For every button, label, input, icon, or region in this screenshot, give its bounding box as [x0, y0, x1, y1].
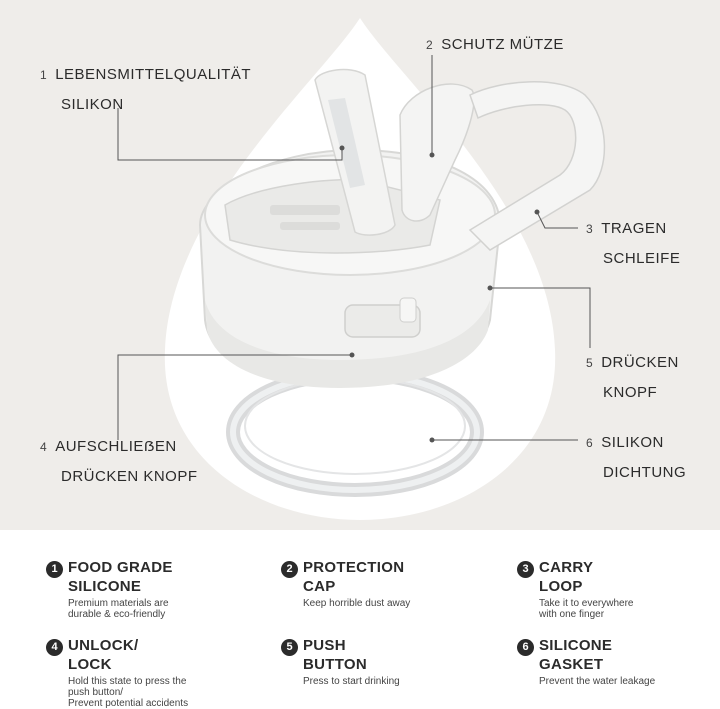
feature-item-2: 2 PROTECTION CAP Keep horrible dust away — [281, 558, 481, 609]
feature-item-4: 4 UNLOCK/LOCK Hold this state to press t… — [46, 636, 246, 709]
feature-title-line2: LOOP — [539, 578, 583, 595]
callout-label-line2: DRÜCKEN KNOPF — [61, 468, 198, 485]
feature-title-line2: SILICONE — [68, 578, 142, 595]
feature-title-line1: PROTECTION — [303, 559, 405, 576]
feature-number-badge: 6 — [517, 639, 534, 656]
feature-title-line2: BUTTON — [303, 656, 368, 673]
callout-label-line2: KNOPF — [603, 384, 658, 401]
feature-item-1: 1 FOOD GRADE SILICONE Premium materials a… — [46, 558, 246, 620]
feature-number-badge: 3 — [517, 561, 534, 578]
feature-desc-line1: Keep horrible dust away — [303, 598, 411, 609]
feature-description: Press to start drinking — [303, 676, 481, 687]
feature-title: UNLOCK/LOCK — [68, 636, 246, 674]
feature-number-badge: 2 — [281, 561, 298, 578]
callout-number: 2 — [426, 38, 434, 52]
feature-title-line1: FOOD GRADE — [68, 559, 173, 576]
protection-cap-drawing — [399, 83, 475, 222]
feature-title-line1: CARRY — [539, 559, 594, 576]
callout-label: SCHUTZ MÜTZE — [441, 36, 564, 53]
leader-lines — [117, 55, 591, 441]
leader-dots — [339, 145, 540, 443]
callout-label-line2: DICHTUNG — [603, 464, 687, 481]
carry-loop-drawing — [468, 81, 606, 251]
feature-item-6: 6 SILICONE GASKET Prevent the water leaka… — [517, 636, 717, 687]
callout-number: 5 — [586, 356, 594, 370]
feature-title-line1: PUSH — [303, 637, 346, 654]
feature-title-line2: GASKET — [539, 656, 604, 673]
callout-1: 1 LEBENSMITTELQUALITÄT SILIKON — [40, 60, 251, 120]
feature-desc-line2: push button/ — [68, 687, 124, 698]
feature-description: Keep horrible dust away — [303, 598, 481, 609]
feature-desc-line2: durable & eco-friendly — [68, 609, 166, 620]
product-diagram-panel: 1 LEBENSMITTELQUALITÄT SILIKON 2 SCHUTZ MÜ… — [0, 0, 720, 530]
feature-desc-line2: with one finger — [539, 609, 605, 620]
feature-title: PUSH BUTTON — [303, 636, 481, 674]
feature-number-badge: 4 — [46, 639, 63, 656]
feature-title-line2: LOCK — [68, 656, 112, 673]
feature-title-line1: UNLOCK/ — [68, 637, 139, 654]
callout-label: TRAGEN — [601, 220, 667, 237]
feature-title-line1: SILICONE — [539, 637, 613, 654]
callout-number: 4 — [40, 440, 48, 454]
feature-desc-line1: Prevent the water leakage — [539, 676, 656, 687]
callout-label-line2: SCHLEIFE — [603, 250, 681, 267]
feature-desc-line1: Take it to everywhere — [539, 598, 634, 609]
callout-3: 3 TRAGEN SCHLEIFE — [586, 214, 680, 274]
callout-label: SILIKON — [601, 434, 664, 451]
callout-number: 3 — [586, 222, 594, 236]
callout-number: 1 — [40, 68, 48, 82]
callout-label: LEBENSMITTELQUALITÄT — [55, 66, 252, 83]
feature-item-5: 5 PUSH BUTTON Press to start drinking — [281, 636, 481, 687]
feature-title: PROTECTION CAP — [303, 558, 481, 596]
feature-list: 1 FOOD GRADE SILICONE Premium materials a… — [0, 530, 720, 709]
product-illustration — [117, 18, 606, 520]
callout-2: 2 SCHUTZ MÜTZE — [426, 30, 564, 60]
feature-desc-line1: Hold this state to press the — [68, 676, 187, 687]
callout-label: AUFSCHLIEẞEN — [55, 438, 177, 455]
feature-title: FOOD GRADE SILICONE — [68, 558, 246, 596]
feature-title: CARRY LOOP — [539, 558, 717, 596]
feature-description: Prevent the water leakage — [539, 676, 717, 687]
callout-4: 4 AUFSCHLIEẞEN DRÜCKEN KNOPF — [40, 432, 198, 492]
feature-desc-line3: Prevent potential accidents — [68, 698, 189, 709]
feature-title: SILICONE GASKET — [539, 636, 717, 674]
callout-6: 6 SILIKON DICHTUNG — [586, 428, 686, 488]
feature-desc-line1: Premium materials are — [68, 598, 169, 609]
feature-title-line2: CAP — [303, 578, 336, 595]
callout-5: 5 DRÜCKEN KNOPF — [586, 348, 679, 408]
callout-label-line2: SILIKON — [61, 96, 124, 113]
callout-number: 6 — [586, 436, 594, 450]
callout-label: DRÜCKEN — [601, 354, 679, 371]
straw-drawing — [314, 68, 396, 236]
feature-desc-line1: Press to start drinking — [303, 676, 400, 687]
feature-number-badge: 1 — [46, 561, 63, 578]
feature-number-badge: 5 — [281, 639, 298, 656]
